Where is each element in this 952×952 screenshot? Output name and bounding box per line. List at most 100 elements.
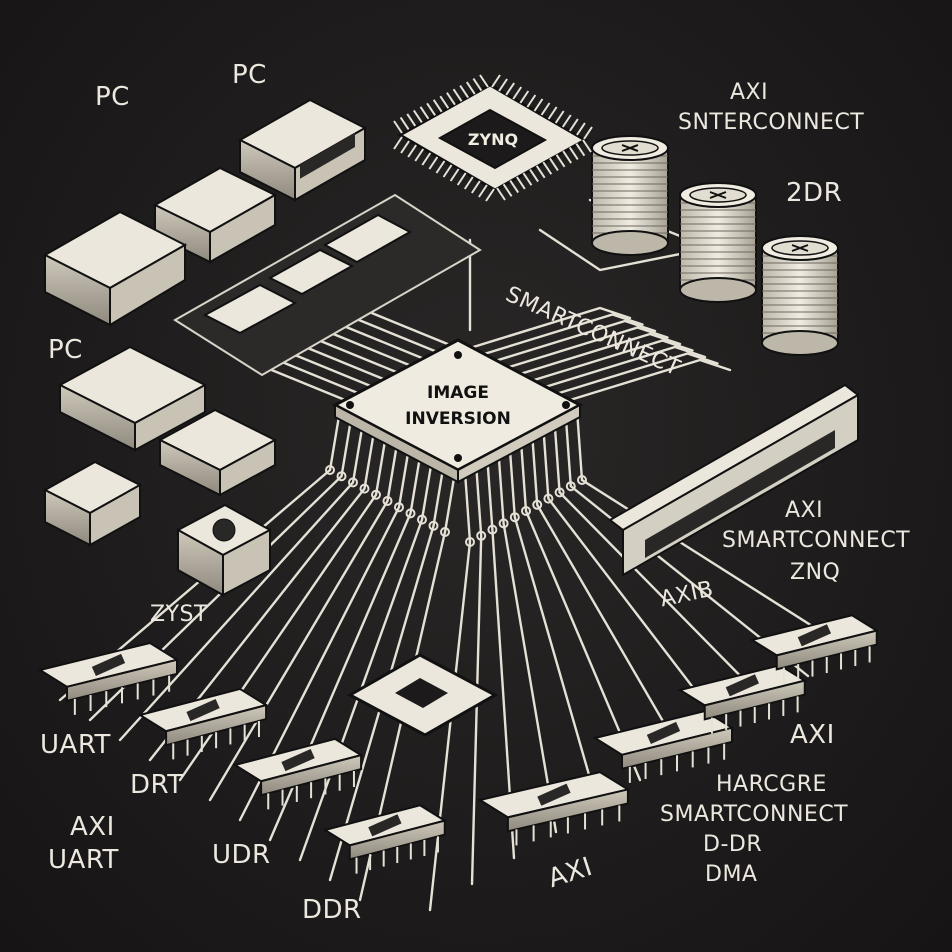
trace-pad (521, 506, 531, 516)
trace (538, 228, 702, 272)
chip-pin (459, 85, 469, 99)
trace-pad (554, 487, 565, 498)
trace (564, 415, 810, 678)
label-axi-interconnect-1: AXI (730, 80, 769, 105)
label-axi-interconnect-2: SNTERCONNECT (678, 110, 865, 135)
label-udr: UDR (212, 840, 271, 870)
trace (519, 439, 642, 782)
zynq-top-chip (396, 83, 589, 192)
pc-device-2 (152, 166, 278, 264)
trace (497, 452, 558, 834)
label-uart-left: UART (40, 730, 111, 760)
chip-pin (516, 176, 526, 190)
label-smartconnect-bottom: SMARTCONNECT (660, 802, 849, 827)
chip-pin (529, 168, 539, 183)
chip-pin (399, 116, 410, 131)
chip-pin (452, 88, 463, 102)
chip-pin (465, 81, 476, 95)
trace (358, 470, 457, 902)
pc-device-1 (237, 98, 368, 202)
chip-pin (419, 106, 430, 120)
label-pc-top-left: PC (95, 82, 130, 112)
trace (518, 332, 682, 376)
chip-pin (485, 188, 495, 202)
trace-pad (440, 527, 450, 537)
memory-drums (591, 135, 839, 356)
chip-pin (428, 156, 439, 170)
pc-device-3 (42, 210, 188, 327)
chip-pin (446, 92, 456, 106)
trace (542, 427, 726, 730)
memory-drum (679, 182, 757, 303)
chip-pin (479, 74, 489, 88)
trace-pad (509, 512, 520, 523)
chip-pin (568, 146, 579, 160)
chip-pin (522, 172, 533, 186)
label-d-ddr: D-DR (703, 832, 763, 857)
trace-pad (532, 499, 543, 510)
trace (208, 439, 399, 802)
label-zyst: ZYST (150, 602, 208, 627)
chip-pin (393, 120, 403, 134)
memory-drum (591, 135, 669, 256)
chip-pin (535, 165, 546, 179)
chip-pin (569, 118, 579, 132)
label-ddr-top-right: 2DR (786, 178, 843, 208)
trace (506, 326, 669, 369)
trace-pad (348, 477, 358, 488)
chip-pin (533, 98, 544, 112)
trace (268, 452, 422, 842)
trace-pad (382, 496, 393, 506)
trace-pad (371, 489, 381, 500)
trace (531, 339, 694, 382)
label-ddr-bottom: DDR (302, 895, 362, 925)
trace-pad (428, 520, 439, 531)
trace-pad (476, 530, 487, 541)
trace (468, 306, 632, 350)
chip-pin (426, 102, 436, 116)
dip-chip (477, 771, 631, 846)
chip-pin (432, 99, 443, 113)
dip-chips (37, 614, 880, 874)
chip-pin (406, 113, 417, 127)
trace-pad (577, 475, 587, 485)
trace-pad (405, 508, 416, 519)
top-left-board (173, 193, 482, 377)
label-pc-top: PC (232, 60, 267, 90)
chip-pin (439, 95, 450, 109)
trace (58, 408, 342, 702)
chip-pin (547, 106, 558, 120)
chip-pin (555, 154, 566, 168)
chip-pin (472, 77, 483, 92)
dip-chip (137, 687, 269, 760)
chip-pin (414, 148, 425, 162)
chip-pin (496, 187, 506, 201)
chip-pin (542, 161, 553, 175)
smartconnect-slot (608, 383, 860, 577)
chip-pin (582, 139, 592, 153)
chip-pin (407, 144, 417, 158)
label-axi-uart-1: AXI (70, 812, 115, 842)
trace-pad (498, 518, 509, 529)
chip-pin (421, 152, 432, 166)
label-pc-left: PC (48, 335, 83, 365)
chip-pin (463, 176, 474, 190)
trace-pad (487, 524, 498, 535)
trace (118, 421, 365, 742)
dip-chip (232, 737, 364, 810)
chip-pin (413, 109, 423, 123)
chip-pin (526, 94, 537, 108)
chip-pin (509, 180, 520, 194)
trace (178, 433, 388, 782)
trace-pad (465, 537, 475, 547)
dip-chip (322, 804, 448, 874)
trace (543, 345, 707, 389)
trace (568, 358, 732, 402)
trace (481, 313, 644, 356)
image-inversion-chip (331, 338, 584, 484)
chip-pin (435, 160, 446, 174)
chip-pin (512, 86, 523, 100)
trace (88, 415, 353, 722)
